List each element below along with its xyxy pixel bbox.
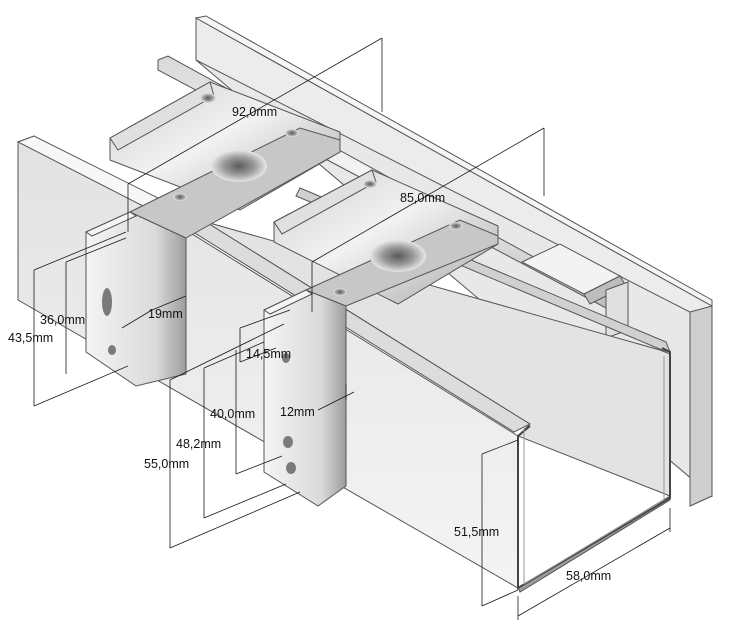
dim-36: 36,0mm: [40, 313, 85, 327]
hanger-left: [84, 81, 341, 387]
dimension-lines: [33, 37, 671, 620]
screw-hole: [173, 193, 187, 201]
dim-40: 40,0mm: [210, 407, 255, 421]
dim-51: 51,5mm: [454, 525, 499, 539]
countersunk-hole: [211, 150, 267, 182]
screw-hole: [363, 180, 377, 188]
dim-12: 12mm: [280, 405, 315, 419]
wall-bracket: [520, 243, 629, 339]
dim-85: 85,0mm: [400, 191, 445, 205]
hole: [283, 436, 293, 448]
hanger-right: [262, 169, 499, 507]
dimension-labels: 92,0mm 85,0mm 19mm 36,0mm 43,5mm 14,5mm …: [8, 105, 611, 583]
slot-hole: [102, 288, 112, 316]
dim-92: 92,0mm: [232, 105, 277, 119]
dim-55: 55,0mm: [144, 457, 189, 471]
screw-hole: [333, 288, 347, 296]
dim-14: 14,5mm: [246, 347, 291, 361]
screw-hole: [200, 93, 216, 103]
hole: [108, 345, 116, 355]
countersunk-hole: [370, 240, 426, 272]
dim-43: 43,5mm: [8, 331, 53, 345]
screw-hole: [285, 129, 299, 137]
dim-48: 48,2mm: [176, 437, 221, 451]
hole: [282, 353, 290, 363]
dim-19: 19mm: [148, 307, 183, 321]
screw-hole: [449, 222, 463, 230]
hole: [286, 462, 296, 474]
dim-58: 58,0mm: [566, 569, 611, 583]
